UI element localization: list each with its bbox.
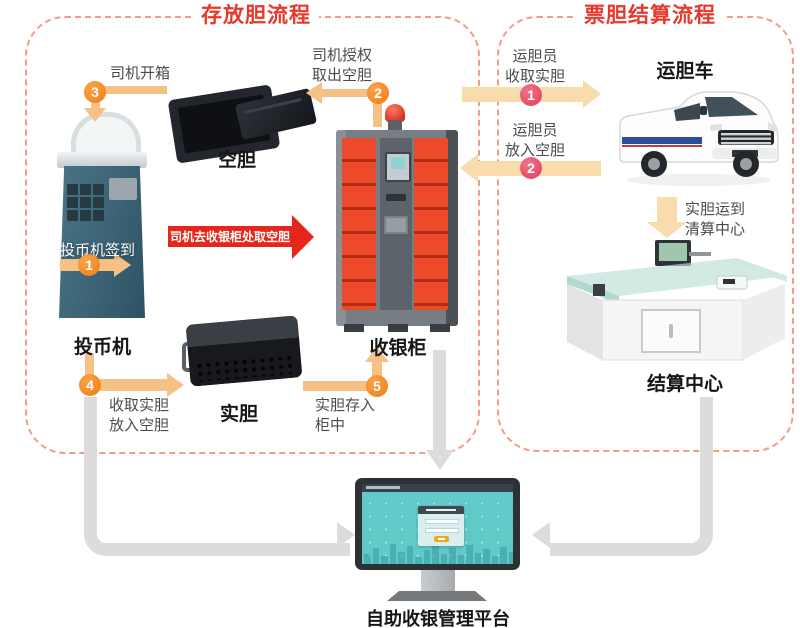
full-canister-illustration xyxy=(182,315,308,392)
transport-label-line1: 实胆运到 xyxy=(685,201,746,218)
step1-arrowhead-right-icon xyxy=(114,253,131,277)
login-card-header xyxy=(418,506,464,514)
step5-label: 实胆存入 柜中 xyxy=(315,396,375,436)
rstep2-label: 运胆员 放入空胆 xyxy=(503,121,567,161)
cabinet-keypad xyxy=(384,216,408,234)
step5-label-line1: 实胆存入 xyxy=(315,397,376,414)
connector-settlement-to-platform xyxy=(550,397,713,556)
step4-line xyxy=(99,379,169,391)
section-title-deposit: 存放胆流程 xyxy=(193,3,319,29)
red-arrow-label: 司机去收银柜处取空胆 xyxy=(168,226,292,247)
step4-label-line1: 收取实胆 xyxy=(109,397,170,414)
login-field xyxy=(425,519,459,524)
transport-line xyxy=(657,197,677,223)
step4-label-line2: 放入空胆 xyxy=(109,417,170,434)
step3-label: 司机开箱 xyxy=(110,65,171,82)
skyline-graphic xyxy=(362,540,513,564)
label-full-canister: 实胆 xyxy=(219,404,258,425)
rstep1-badge: 1 xyxy=(520,84,542,106)
step1-badge: 1 xyxy=(78,254,100,276)
step2-label: 司机授权 取出空胆 xyxy=(312,46,372,86)
cabinet-foot xyxy=(388,324,408,332)
login-button xyxy=(434,536,449,542)
rstep1-label-line2: 收取实胆 xyxy=(504,68,565,85)
monitor-base xyxy=(387,591,487,601)
login-field xyxy=(425,528,459,533)
van-illustration xyxy=(612,80,787,195)
label-coin-machine: 投币机 xyxy=(73,337,131,358)
monitor-frame xyxy=(355,478,520,570)
step2-badge: 2 xyxy=(367,82,389,104)
monitor-screen xyxy=(362,484,513,564)
cabinet-foot xyxy=(344,324,364,332)
connector-cabinet-to-platform xyxy=(433,350,446,452)
coin-machine-illustration xyxy=(57,112,152,324)
rstep2-arrowhead-left-icon xyxy=(460,154,478,182)
arrowhead-down-icon xyxy=(426,450,454,470)
step4-label: 收取实胆 放入空胆 xyxy=(109,396,169,436)
cabinet-foot xyxy=(430,324,450,332)
platform-monitor-illustration xyxy=(355,478,520,603)
label-settlement-center: 结算中心 xyxy=(646,374,723,395)
rstep1-label-line1: 运胆员 xyxy=(512,48,558,65)
step3-badge: 3 xyxy=(84,81,106,103)
rstep1-arrowhead-right-icon xyxy=(583,80,601,108)
cabinet-body xyxy=(336,130,458,332)
beacon-light-icon xyxy=(385,104,405,122)
step2-arrowhead-left-icon xyxy=(306,82,322,104)
step2-label-line2: 取出空胆 xyxy=(312,67,373,84)
step2-label-line1: 司机授权 xyxy=(312,47,373,64)
connector-coinmachine-to-platform xyxy=(84,397,350,556)
step2-line xyxy=(322,89,380,97)
cabinet-console xyxy=(380,138,412,310)
section-title-settlement: 票胆结算流程 xyxy=(576,3,724,29)
rstep2-label-line1: 运胆员 xyxy=(512,122,558,139)
step5-line-v xyxy=(372,361,382,377)
transport-arrowhead-down-icon xyxy=(647,222,687,238)
cabinet-slot xyxy=(386,194,406,201)
step3-line xyxy=(95,86,167,94)
beacon-base xyxy=(388,120,402,131)
cash-cabinet-illustration xyxy=(336,104,458,332)
label-empty-canister: 空胆 xyxy=(217,150,256,171)
settlement-desk-illustration xyxy=(547,238,792,373)
step4-arrowhead-right-icon xyxy=(167,373,184,397)
red-arrowhead-right-icon xyxy=(292,215,314,259)
rstep1-label: 运胆员 收取实胆 xyxy=(503,47,567,87)
monitor-stand xyxy=(421,570,455,592)
screen-titlebar xyxy=(362,484,513,492)
step1-label: 投币机签到 xyxy=(60,242,136,259)
login-card xyxy=(418,506,464,546)
step2-line-v xyxy=(373,95,382,127)
arrowhead-right-icon xyxy=(337,522,355,548)
full-canister-box xyxy=(185,315,303,387)
empty-canister-illustration xyxy=(167,82,318,164)
step4-badge: 4 xyxy=(79,374,101,396)
coin-machine-display xyxy=(109,178,137,200)
label-cash-cabinet: 收银柜 xyxy=(369,338,427,359)
transport-label: 实胆运到 清算中心 xyxy=(685,200,745,240)
rstep2-label-line2: 放入空胆 xyxy=(504,142,565,159)
arrowhead-left-icon xyxy=(532,522,550,548)
cabinet-doors-left xyxy=(342,138,376,310)
step5-label-line2: 柜中 xyxy=(315,417,346,434)
coin-machine-tray xyxy=(57,152,147,168)
step5-badge: 5 xyxy=(366,375,388,397)
step3-arrowhead-down-icon xyxy=(84,108,106,122)
label-platform: 自助收银管理平台 xyxy=(366,609,510,628)
step5-line xyxy=(303,381,369,391)
transport-label-line2: 清算中心 xyxy=(685,221,746,238)
step5-arrowhead-up-icon xyxy=(365,347,389,362)
label-van: 运胆车 xyxy=(656,61,714,82)
rstep2-badge: 2 xyxy=(520,157,542,179)
step4-line-v xyxy=(85,354,94,380)
cabinet-doors-right xyxy=(414,138,448,310)
coin-machine-keypad xyxy=(67,184,104,221)
cabinet-screen xyxy=(385,152,411,182)
